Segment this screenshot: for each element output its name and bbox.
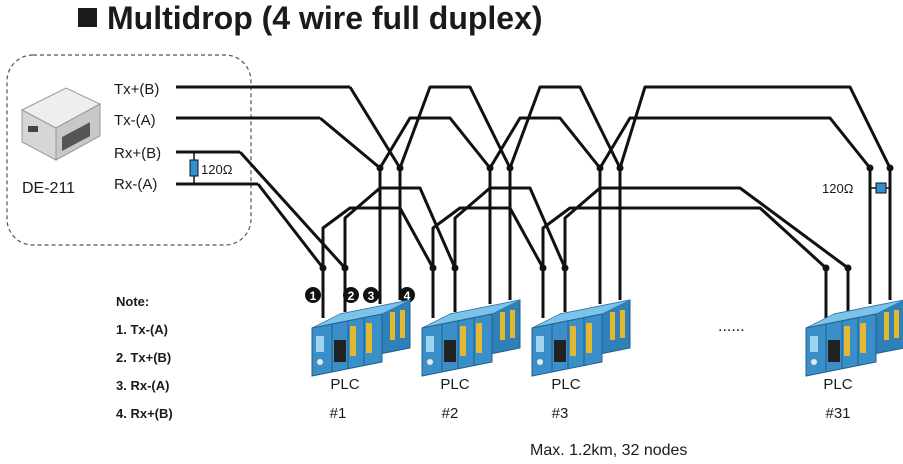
- plc-number: #31: [825, 405, 850, 422]
- plc-number: #1: [330, 405, 347, 422]
- note-item: 1. Tx-(A): [116, 322, 168, 337]
- svg-text:3: 3: [368, 289, 375, 303]
- page-title: Multidrop (4 wire full duplex): [78, 0, 543, 37]
- title-text: Multidrop (4 wire full duplex): [107, 0, 543, 36]
- pin-marker-2: 2: [343, 287, 359, 303]
- plc-label: PLC: [551, 376, 580, 393]
- plc-unit-1: [311, 299, 411, 377]
- plc-number: #2: [442, 405, 459, 422]
- plc-unit-31: [805, 299, 903, 377]
- plc-unit-2: [421, 299, 521, 377]
- pin-label-tx-plus: Tx+(B): [114, 81, 159, 98]
- plc-label: PLC: [330, 376, 359, 393]
- bus-wires: [238, 85, 892, 318]
- svg-text:1: 1: [310, 289, 317, 303]
- notes-heading: Note:: [116, 294, 149, 309]
- device-resistor-label: 120Ω: [201, 162, 233, 177]
- footer-note: Max. 1.2km, 32 nodes: [530, 442, 687, 459]
- plc-label: PLC: [823, 376, 852, 393]
- pin-label-rx-minus: Rx-(A): [114, 176, 157, 193]
- note-item: 2. Tx+(B): [116, 350, 171, 365]
- square-bullet-icon: [78, 8, 97, 27]
- pin-label-tx-minus: Tx-(A): [114, 112, 156, 129]
- device-name: DE-211: [22, 180, 75, 197]
- svg-text:4: 4: [404, 289, 411, 303]
- de211-device-image: [20, 87, 102, 161]
- device-wire-stubs: [176, 85, 350, 186]
- note-item: 4. Rx+(B): [116, 406, 173, 421]
- pin-marker-3: 3: [363, 287, 379, 303]
- pin-marker-1: 1: [305, 287, 321, 303]
- note-item: 3. Rx-(A): [116, 378, 169, 393]
- plc-label: PLC: [440, 376, 469, 393]
- device-resistor: [189, 152, 199, 184]
- ellipsis: ......: [718, 318, 745, 335]
- end-resistor: [870, 182, 890, 194]
- device-frame: [6, 54, 252, 246]
- pin-marker-4: 4: [399, 287, 415, 303]
- junction-dots: [319, 164, 894, 272]
- pin-label-rx-plus: Rx+(B): [114, 145, 161, 162]
- plc-number: #3: [552, 405, 569, 422]
- end-resistor-label: 120Ω: [822, 181, 854, 196]
- svg-text:2: 2: [348, 289, 355, 303]
- plc-unit-3: [531, 299, 631, 377]
